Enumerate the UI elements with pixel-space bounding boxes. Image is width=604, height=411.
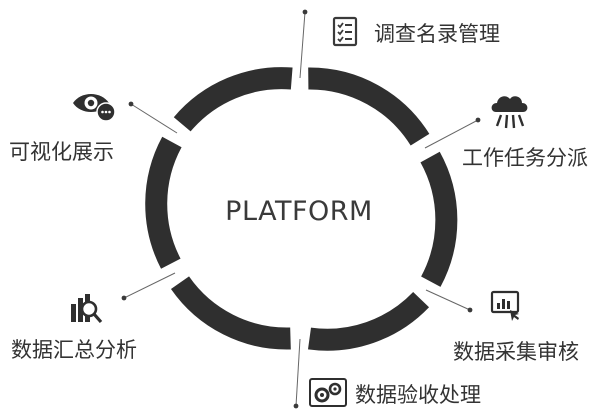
gears-processing-icon <box>309 378 347 408</box>
node-label-task-assignment: 工作任务分派 <box>462 146 588 170</box>
callout-line-upper-left <box>130 103 178 134</box>
callout-dot-lower-left <box>121 295 127 301</box>
ring-segment-5 <box>145 136 182 269</box>
callout-dot-lower-right <box>467 307 473 313</box>
chart-review-icon <box>490 290 522 324</box>
callout-line-lower-right <box>425 289 471 311</box>
node-label-collection-review: 数据采集审核 <box>453 340 579 364</box>
eye-display-icon <box>71 88 117 122</box>
ring-segment-1 <box>308 67 430 146</box>
ring-segment-3 <box>308 291 430 351</box>
callout-dot-top <box>302 9 308 15</box>
callout-line-upper-right <box>424 119 479 149</box>
node-label-visualization: 可视化展示 <box>9 140 114 164</box>
callout-line-lower-left <box>123 272 176 299</box>
node-label-directory-management: 调查名录管理 <box>374 22 500 46</box>
callout-dot-upper-left <box>128 101 134 107</box>
center-label: PLATFORM <box>225 196 373 227</box>
ring-segment-6 <box>173 67 293 132</box>
magnifier-chart-icon <box>69 292 103 326</box>
node-label-acceptance-processing: 数据验收处理 <box>355 383 481 407</box>
ring-segment-2 <box>420 151 458 287</box>
callout-line-bottom <box>295 338 301 407</box>
callout-line-top <box>299 11 306 79</box>
checklist-document-icon <box>331 16 361 48</box>
ring-segment-4 <box>170 276 291 350</box>
cloud-distribution-icon <box>488 90 532 132</box>
callout-dot-upper-right <box>475 117 481 123</box>
node-label-summary-analysis: 数据汇总分析 <box>11 338 137 362</box>
callout-dot-bottom <box>293 403 299 409</box>
